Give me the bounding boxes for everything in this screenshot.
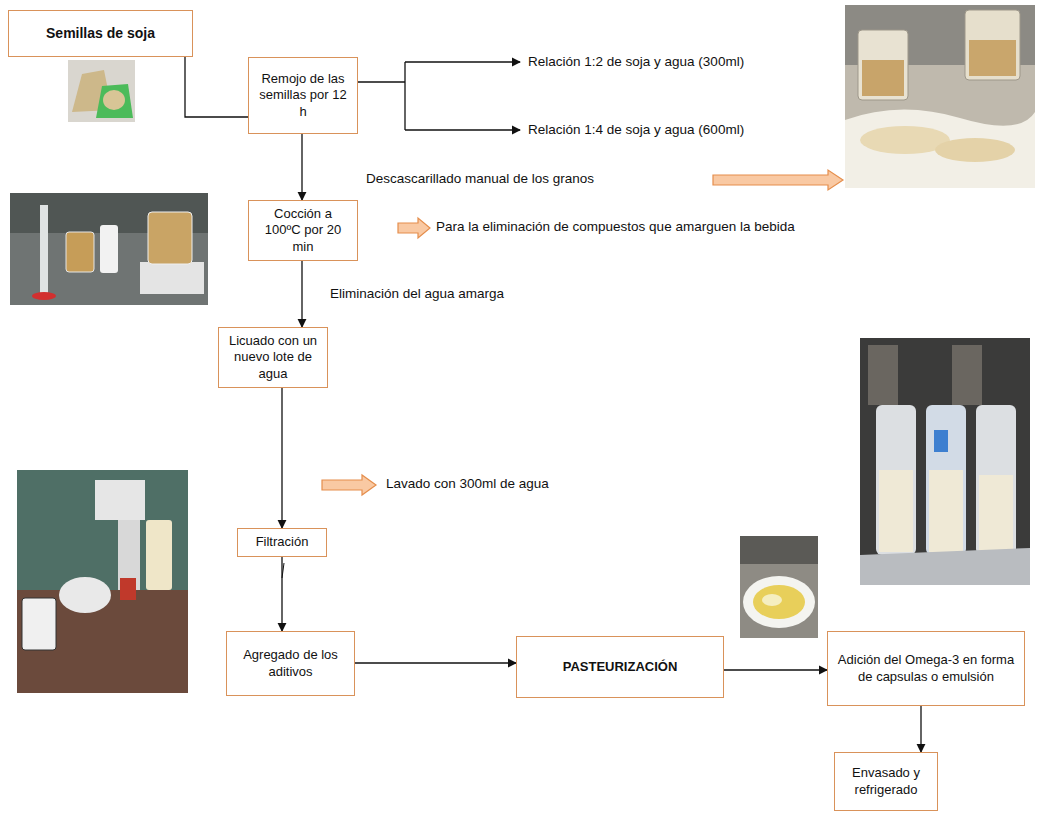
flow-arrow <box>920 706 921 752</box>
flow-arrow <box>724 669 827 670</box>
box-text: Filtración <box>256 534 309 550</box>
omega3-dish-photo <box>740 536 818 638</box>
flow-arrow <box>301 134 302 200</box>
box-text: Remojo de las semillas por 12 h <box>255 71 351 120</box>
box-text: Agregado de los aditivos <box>233 647 348 680</box>
process-box: Adición del Omega-3 en forma de capsulas… <box>827 631 1025 706</box>
box-text: Semillas de soja <box>46 25 155 43</box>
process-box: Envasado y refrigerado <box>834 752 938 811</box>
edge-label: Eliminación del agua amarga <box>328 286 506 301</box>
box-text: Envasado y refrigerado <box>841 765 931 798</box>
annotation-text: Para la eliminación de compuestos que am… <box>436 219 795 234</box>
process-box: Licuado con un nuevo lote de agua <box>218 327 328 388</box>
additives-desk-photo <box>17 470 188 693</box>
annotation-text: Lavado con 300ml de agua <box>386 476 549 491</box>
flow-arrow <box>281 388 282 528</box>
bottles-photo <box>860 338 1030 585</box>
flow-arrow <box>301 261 302 327</box>
process-box: Cocción a 100ºC por 20 min <box>248 200 358 261</box>
process-box: Remojo de las semillas por 12 h <box>248 57 358 134</box>
box-text: Cocción a 100ºC por 20 min <box>255 206 351 255</box>
flow-arrow <box>281 557 282 631</box>
soaked-beans-photo <box>845 5 1035 188</box>
process-box: Filtración <box>237 528 327 557</box>
process-box: Semillas de soja <box>8 10 193 57</box>
box-text: PASTEURIZACIÓN <box>563 659 678 675</box>
process-box: PASTEURIZACIÓN <box>516 636 724 698</box>
box-text: Licuado con un nuevo lote de agua <box>225 333 321 382</box>
cooking-lab-photo <box>10 193 208 305</box>
orange-block-arrow <box>322 170 843 495</box>
flow-arrow <box>355 662 516 663</box>
process-box: Agregado de los aditivos <box>226 631 355 696</box>
soy-bag-photo <box>68 60 135 122</box>
annotation-text: Relación 1:4 de soja y agua (600ml) <box>528 122 744 137</box>
annotation-text: Descascarillado manual de los granos <box>366 171 594 186</box>
ratio-leader <box>358 62 520 130</box>
box-text: Adición del Omega-3 en forma de capsulas… <box>834 652 1018 685</box>
annotation-text: Relación 1:2 de soja y agua (300ml) <box>528 54 744 69</box>
flow-arrow <box>185 57 248 117</box>
